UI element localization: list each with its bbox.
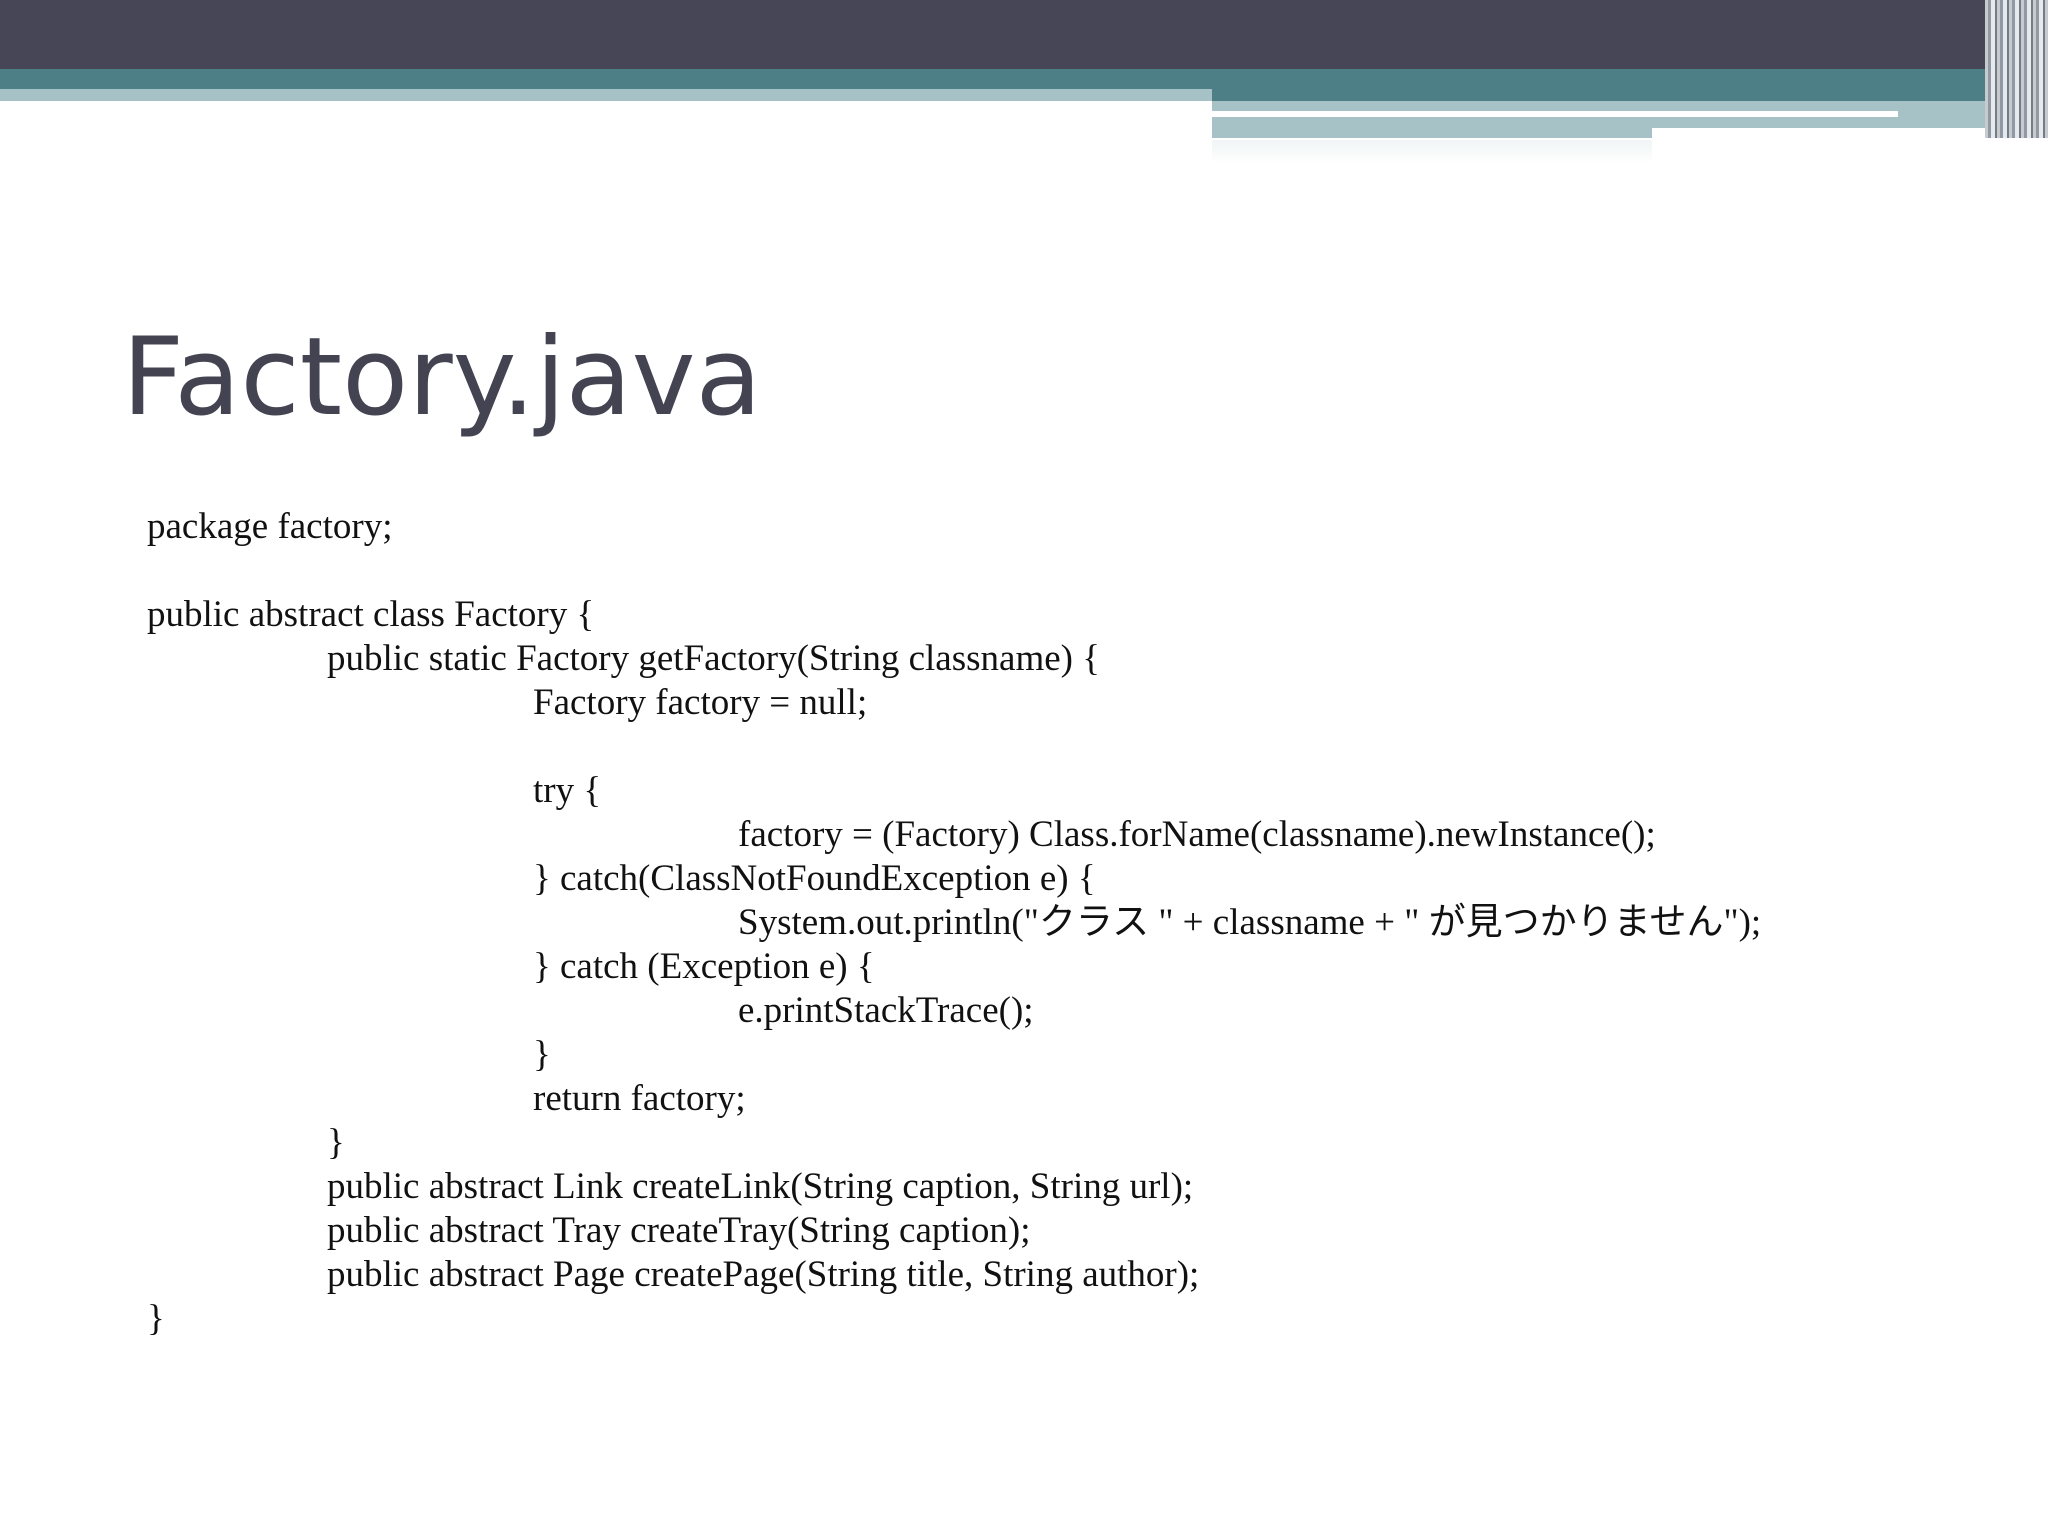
code-line: public abstract class Factory { bbox=[147, 594, 595, 635]
code-line: Factory factory = null; bbox=[533, 682, 868, 723]
code-block: package factory; public abstract class F… bbox=[147, 505, 1761, 1341]
code-line: try { bbox=[533, 770, 602, 811]
code-line bbox=[147, 725, 1761, 769]
header-light-bar-left bbox=[0, 89, 1212, 101]
code-line: } bbox=[533, 1034, 551, 1075]
code-line: public abstract Page createPage(String t… bbox=[327, 1254, 1200, 1295]
code-line: } catch(ClassNotFoundException e) { bbox=[533, 858, 1096, 899]
header-white-notch bbox=[1652, 128, 2010, 138]
slide-title: Factory.java bbox=[122, 315, 762, 440]
code-line: return factory; bbox=[533, 1078, 746, 1119]
header-edge-stripes bbox=[1985, 0, 2048, 138]
code-line bbox=[147, 549, 1761, 593]
code-line: e.printStackTrace(); bbox=[738, 990, 1034, 1031]
header-white-line bbox=[1212, 111, 1898, 117]
code-line: public static Factory getFactory(String … bbox=[327, 638, 1100, 679]
code-line: public abstract Link createLink(String c… bbox=[327, 1166, 1194, 1207]
code-line: package factory; bbox=[147, 506, 393, 547]
code-line: System.out.println("クラス " + classname + … bbox=[738, 902, 1762, 943]
code-line: public abstract Tray createTray(String c… bbox=[327, 1210, 1031, 1251]
code-line: factory = (Factory) Class.forName(classn… bbox=[738, 814, 1656, 855]
header-dark-bar bbox=[0, 0, 2048, 69]
code-line: } bbox=[327, 1122, 345, 1163]
header-white-band bbox=[0, 101, 1212, 109]
header-soft-shadow bbox=[1212, 140, 1652, 164]
code-line: } bbox=[147, 1298, 165, 1339]
code-line: } catch (Exception e) { bbox=[533, 946, 875, 987]
